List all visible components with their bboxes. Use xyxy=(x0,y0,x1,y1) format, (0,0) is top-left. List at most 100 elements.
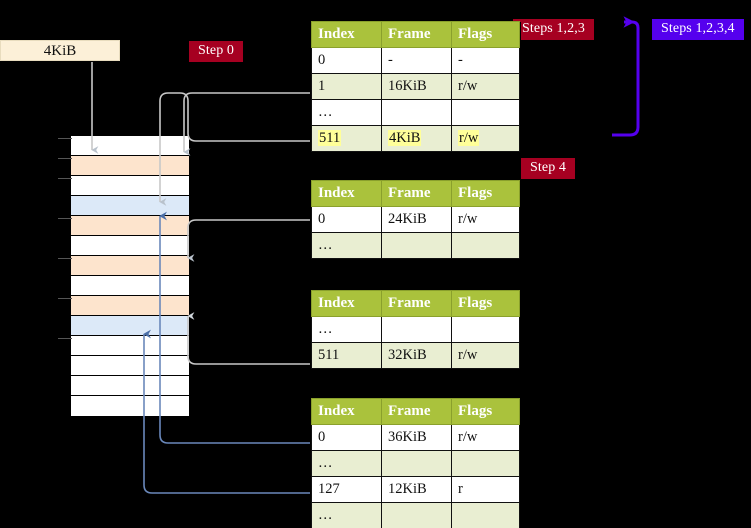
table-cell-flags xyxy=(451,502,520,528)
table-cell-flags: r/w xyxy=(451,125,520,152)
table-header-flags: Flags xyxy=(451,290,520,317)
table-header-index: Index xyxy=(311,398,382,425)
table-cell-frame: 36KiB xyxy=(381,424,452,451)
table-cell-index: … xyxy=(311,502,382,528)
table-cell-index: 0 xyxy=(311,206,382,233)
table-cell-frame: 12KiB xyxy=(381,476,452,503)
table-cell-frame xyxy=(381,99,452,126)
memory-frame-white xyxy=(71,176,189,196)
table-row: … xyxy=(311,502,520,528)
memory-tick xyxy=(58,158,72,159)
badge-steps-1234-label: Steps 1,2,3,4 xyxy=(661,21,735,36)
memory-frame-orange xyxy=(71,156,189,176)
table-header-flags: Flags xyxy=(451,180,520,207)
table-cell-index: … xyxy=(311,450,382,477)
wire-pdp-to-memory xyxy=(187,219,310,262)
memory-frame-white xyxy=(71,136,189,156)
size-box-4kib: 4KiB xyxy=(0,40,120,61)
table-header-frame: Frame xyxy=(381,290,452,317)
table-cell-index: … xyxy=(311,232,382,259)
memory-frame-blue xyxy=(71,196,189,216)
memory-frame-white xyxy=(71,276,189,296)
memory-tick xyxy=(58,258,72,259)
memory-frame-white xyxy=(71,376,189,396)
table-cell-index: 0 xyxy=(311,424,382,451)
badge-steps-1234: Steps 1,2,3,4 xyxy=(652,19,744,40)
table-cell-index: … xyxy=(311,316,382,343)
memory-frame-white xyxy=(71,356,189,376)
memory-frame-blue xyxy=(71,316,189,336)
table-cell-index: 127 xyxy=(311,476,382,503)
table-header-frame: Frame xyxy=(381,21,452,48)
memory-tick xyxy=(58,298,72,299)
table-cell-frame: 24KiB xyxy=(381,206,452,233)
badge-step0: Step 0 xyxy=(189,41,243,62)
memory-frame-white xyxy=(71,236,189,256)
table-row: … xyxy=(311,316,520,343)
table-row: … xyxy=(311,232,520,259)
table-cell-frame: 16KiB xyxy=(381,73,452,100)
table-cell-index: … xyxy=(311,99,382,126)
table-cell-flags xyxy=(451,232,520,259)
table-cell-flags: r/w xyxy=(451,342,520,369)
memory-frame-white xyxy=(71,336,189,356)
memory-tick xyxy=(58,138,72,139)
wire-pd-to-memory xyxy=(187,312,310,365)
table-cell-frame xyxy=(381,232,452,259)
badge-steps-123: Steps 1,2,3 xyxy=(513,19,594,40)
table-cell-frame: - xyxy=(381,47,452,74)
table-header-index: Index xyxy=(311,290,382,317)
table-cell-flags xyxy=(451,99,520,126)
memory-frame-orange xyxy=(71,216,189,236)
physical-memory-column xyxy=(70,135,190,416)
table-cell-flags: r/w xyxy=(451,73,520,100)
wire-pml4-16kib-to-memory xyxy=(183,92,310,156)
table-cell-flags: r/w xyxy=(451,206,520,233)
table-cell-flags xyxy=(451,450,520,477)
badge-step4: Step 4 xyxy=(521,158,575,179)
table-cell-index: 511 xyxy=(311,125,382,152)
memory-tick xyxy=(58,338,72,339)
badge-step0-label: Step 0 xyxy=(198,43,234,58)
table-header-flags: Flags xyxy=(451,21,520,48)
wire-steps-1234-arrow xyxy=(612,16,640,137)
table-cell-flags: r xyxy=(451,476,520,503)
memory-frame-orange xyxy=(71,296,189,316)
table-cell-frame: 4KiB xyxy=(381,125,452,152)
table-header-frame: Frame xyxy=(381,398,452,425)
table-header-frame: Frame xyxy=(381,180,452,207)
table-cell-frame xyxy=(381,502,452,528)
table-cell-frame xyxy=(381,450,452,477)
table-cell-frame xyxy=(381,316,452,343)
table-cell-index: 511 xyxy=(311,342,382,369)
size-box-label: 4KiB xyxy=(43,43,77,59)
table-row: … xyxy=(311,450,520,477)
table-cell-flags: r/w xyxy=(451,424,520,451)
table-cell-index: 1 xyxy=(311,73,382,100)
table-row: … xyxy=(311,99,520,126)
table-cell-frame: 32KiB xyxy=(381,342,452,369)
memory-frame-orange xyxy=(71,256,189,276)
table-header-index: Index xyxy=(311,180,382,207)
memory-tick xyxy=(58,218,72,219)
table-header-index: Index xyxy=(311,21,382,48)
table-cell-flags xyxy=(451,316,520,343)
badge-step4-label: Step 4 xyxy=(530,160,566,175)
badge-steps-123-label: Steps 1,2,3 xyxy=(522,21,585,36)
table-cell-flags: - xyxy=(451,47,520,74)
memory-tick xyxy=(58,178,72,179)
